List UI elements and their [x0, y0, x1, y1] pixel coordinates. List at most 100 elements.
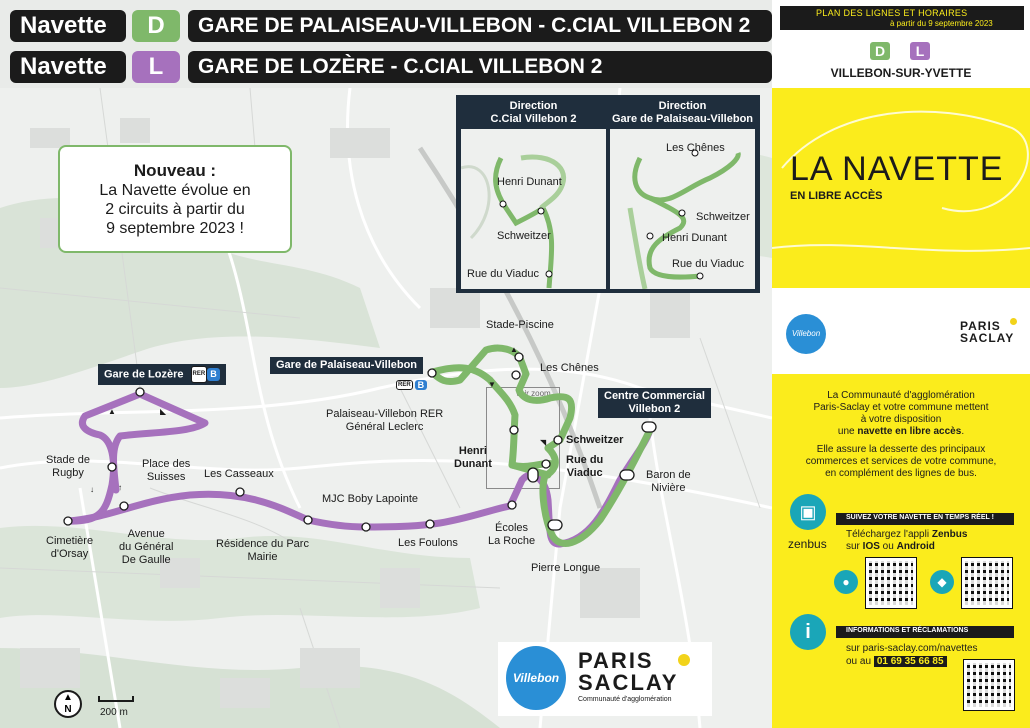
svg-text:◥: ◥ [540, 438, 547, 447]
inset-right-schweitzer: Schweitzer [696, 211, 750, 223]
inset-right-rue-du-viaduc: Rue du Viaduc [672, 258, 744, 270]
line-d-title-bar [188, 10, 772, 42]
realtime-text: Téléchargez l'appli Zenbus sur IOS ou An… [846, 529, 968, 552]
subtitle: EN LIBRE ACCÈS [790, 190, 883, 202]
zenbus-label: zenbus [788, 537, 827, 551]
inset-right-les-chenes: Les Chênes [666, 142, 725, 154]
qr-code-info[interactable] [963, 659, 1015, 711]
stop-les-chenes: Les Chênes [540, 362, 599, 374]
stop-les-casseaux: Les Casseaux [204, 468, 274, 480]
inset-right-henri-dunant: Henri Dunant [662, 232, 727, 244]
town-name: VILLEBON-SUR-YVETTE [830, 66, 972, 80]
qr-code-android[interactable] [961, 557, 1013, 609]
line-d-badge[interactable]: D [132, 10, 180, 42]
rer-badge: RER [190, 366, 208, 383]
gare-palaiseau-label[interactable]: Gare de Palaiseau-Villebon [270, 357, 424, 374]
routes-layer: ▲ ◣ ↓ ↑ ▼ ▲ ◥ [63, 344, 657, 548]
navette-l-label: Navette [10, 51, 126, 83]
android-icon[interactable]: ◆ [930, 570, 954, 594]
stop-mjc: MJC Boby Lapointe [322, 493, 418, 505]
north-arrow-icon: ▲N [54, 690, 82, 718]
badge-l: L [910, 42, 930, 60]
saclay-dot-icon [1010, 318, 1017, 325]
navette-d-label: Navette [10, 10, 126, 42]
villebon-logo-small: Villebon [786, 314, 826, 354]
big-title: LA NAVETTE [790, 150, 1004, 188]
stop-les-foulons: Les Foulons [398, 537, 458, 549]
plan-date: à partir du 9 septembre 2023 [890, 19, 993, 28]
nouveau-callout: Nouveau : La Navette évolue en 2 circuit… [58, 145, 292, 253]
realtime-header-bar [836, 513, 1014, 525]
apple-icon[interactable]: ● [834, 570, 858, 594]
nouveau-line-2: 2 circuits à partir du [105, 201, 245, 218]
stop-markers [63, 352, 657, 532]
line-d-title: GARE DE PALAISEAU-VILLEBON - C.CIAL VILL… [198, 14, 751, 37]
inset-left-henri-dunant: Henri Dunant [497, 176, 562, 188]
rer-b-badge: B [414, 379, 428, 390]
stop-pierre-longue: Pierre Longue [531, 562, 601, 574]
scale-label: 200 m [100, 707, 128, 718]
qr-code-ios[interactable] [865, 557, 917, 609]
svg-text:◣: ◣ [160, 407, 167, 416]
plan-title: PLAN DES LIGNES ET HORAIRES [816, 8, 968, 18]
info-icon: i [790, 614, 826, 650]
intro-line-4: une navette en libre accès. [837, 426, 965, 437]
svg-text:↓: ↓ [90, 485, 94, 494]
panel-header: PLAN DES LIGNES ET HORAIRES à partir du … [772, 0, 1030, 88]
villebon-logo: Villebon [506, 646, 566, 710]
rer-b-badge: B [207, 368, 220, 381]
zenbus-icon: ▣ [790, 494, 826, 530]
line-l-title-bar [188, 51, 772, 83]
line-l-title: GARE DE LOZÈRE - C.CIAL VILLEBON 2 [198, 55, 603, 78]
scale-bar [98, 696, 134, 702]
saclay-dot-icon [678, 654, 690, 666]
badge-d: D [870, 42, 890, 60]
intro-text: La Communauté d'agglomération Paris-Sacl… [772, 390, 1030, 480]
info-text: sur paris-saclay.com/navettes ou au 01 6… [846, 643, 978, 667]
rer-badge: RER [396, 379, 413, 390]
line-l-badge[interactable]: L [132, 51, 180, 83]
nouveau-line-3: 9 septembre 2023 ! [106, 220, 244, 237]
svg-text:▲: ▲ [108, 407, 116, 416]
voir-zoom-label: voir zoom [516, 389, 551, 398]
realtime-header: SUIVEZ VOTRE NAVETTE EN TEMPS RÉEL ! [846, 514, 994, 521]
stop-schweitzer: Schweitzer [566, 434, 624, 446]
inset-right-route [627, 149, 741, 289]
nouveau-line-1: La Navette évolue en [99, 182, 251, 199]
svg-text:↑: ↑ [118, 483, 122, 492]
inset-left-rue-du-viaduc: Rue du Viaduc [467, 268, 539, 280]
info-header: INFORMATIONS ET RÉCLAMATIONS [846, 627, 969, 634]
info-header-bar [836, 626, 1014, 638]
nouveau-title: Nouveau : [133, 161, 217, 180]
info-phone[interactable]: 01 69 35 66 85 [873, 656, 947, 667]
svg-text:▼: ▼ [488, 380, 496, 389]
stop-stade-piscine: Stade-Piscine [486, 319, 554, 331]
panel-swirl [772, 110, 1030, 252]
svg-text:▲: ▲ [510, 345, 518, 354]
plan-title-bar [780, 6, 1024, 30]
line-d-route [428, 344, 654, 547]
inset-left-schweitzer: Schweitzer [497, 230, 551, 242]
inset-left-route [461, 154, 566, 289]
